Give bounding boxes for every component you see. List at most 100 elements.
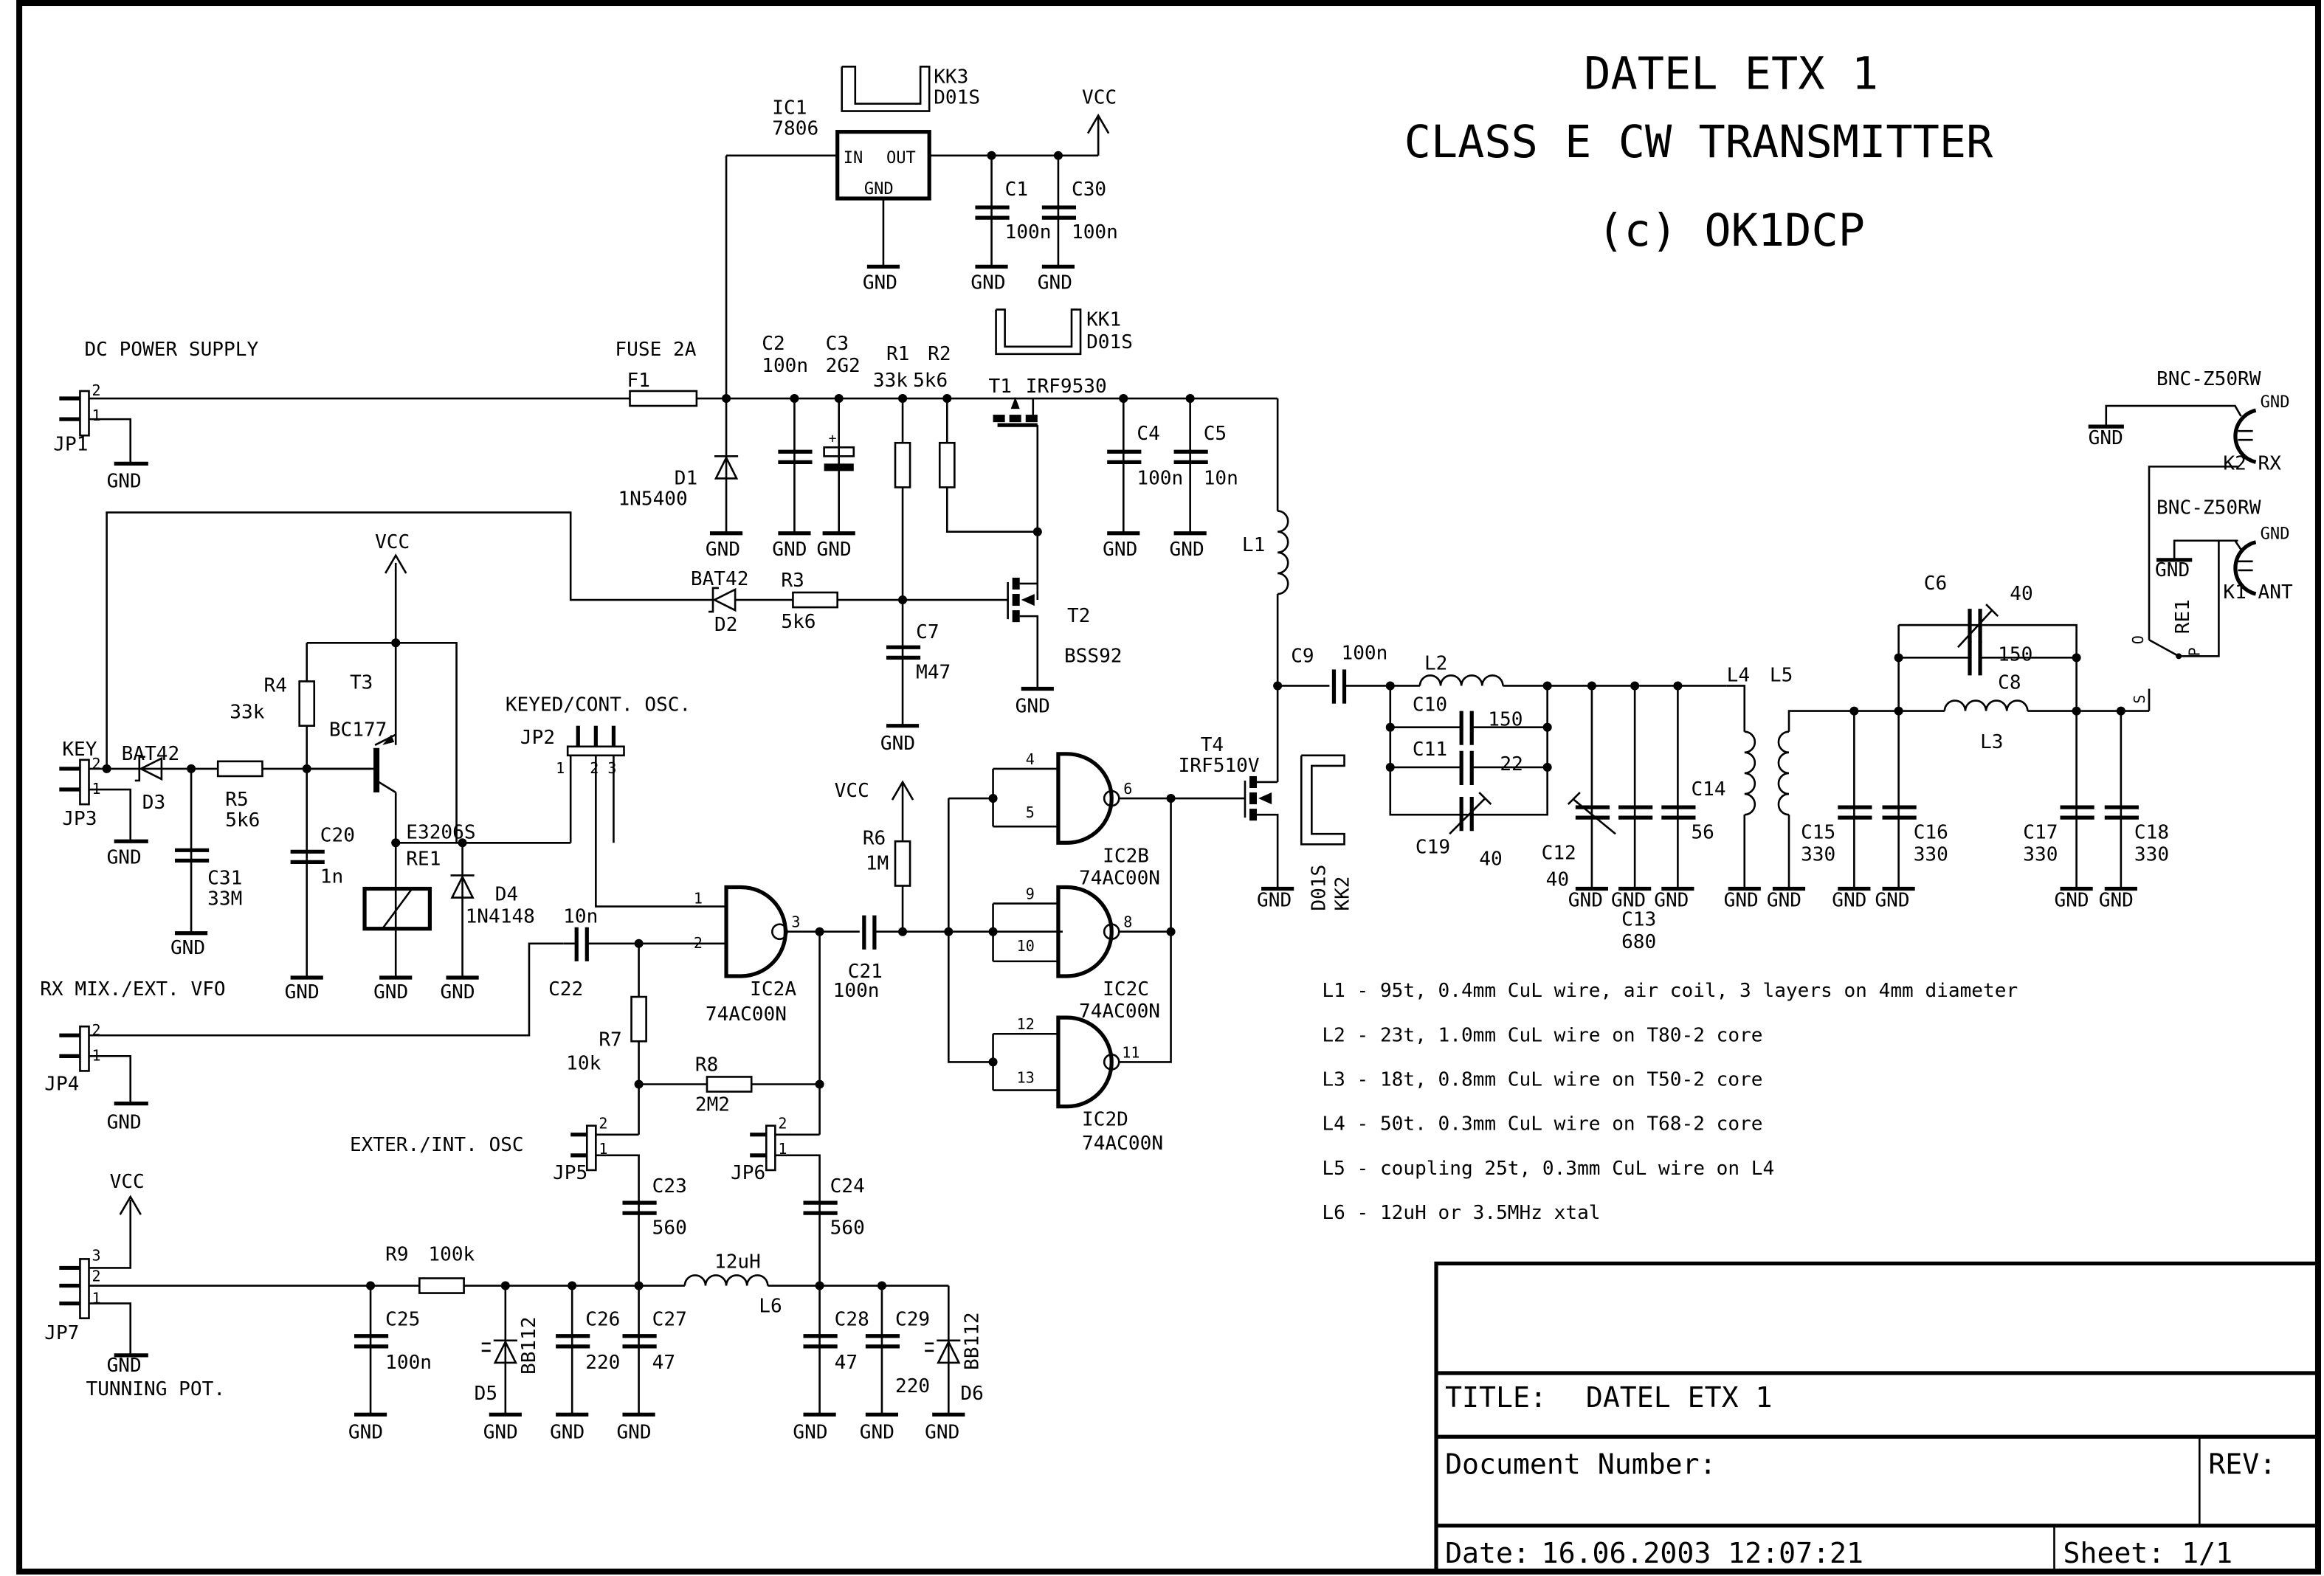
- bnc-connector-k1-ant[interactable]: BNC-Z50RW GND GND K1 ANT: [2155, 497, 2293, 604]
- component-label: R3: [781, 570, 804, 592]
- component-label: C4: [1137, 423, 1159, 445]
- component-label: 1N5400: [618, 488, 687, 511]
- heatsink-kk3: KK3 D01S: [841, 66, 980, 112]
- capacitor-c18: C18 330 GND: [2099, 706, 2169, 912]
- title-line-1: DATEL ETX 1: [1584, 48, 1878, 100]
- component-label: GND: [1016, 696, 1050, 718]
- component-label: T3: [350, 672, 373, 694]
- inductor-l3: L3: [1943, 699, 2029, 753]
- component-label: 1: [599, 1140, 607, 1158]
- component-label: 330: [1801, 843, 1835, 865]
- component-label: 2: [694, 934, 703, 952]
- output-filter-section: C9 100n L2 C10 150 C11 22: [1273, 368, 2293, 953]
- sheet-value: 1/1: [2182, 1537, 2232, 1569]
- component-label: 12: [1017, 1015, 1035, 1033]
- component-label: 150: [1488, 709, 1523, 731]
- connector-jp6[interactable]: JP6 2 1: [731, 1115, 787, 1184]
- trimmer-capacitor-c12: C12 40 GND: [1542, 681, 1616, 912]
- component-label: BSS92: [1064, 645, 1123, 667]
- component-label: C12: [1542, 842, 1576, 864]
- component-label: VCC: [375, 531, 410, 553]
- component-label: C1: [1005, 179, 1028, 201]
- component-label: C8: [1998, 672, 2021, 694]
- component-label: C31: [207, 867, 242, 889]
- connector-jp4[interactable]: JP4 2 1: [44, 1021, 100, 1095]
- bnc-connector-k2-rx[interactable]: BNC-Z50RW GND GND K2 RX: [2089, 368, 2290, 474]
- component-label: GND: [170, 937, 205, 959]
- component-label: KK3: [934, 66, 968, 88]
- component-label: 10n: [563, 906, 598, 928]
- component-label: 3: [92, 1246, 101, 1264]
- component-label: GND: [1611, 890, 1646, 912]
- component-label: R4: [263, 675, 286, 697]
- component-label: GND: [1875, 890, 1909, 912]
- component-label: 100n: [1072, 221, 1118, 243]
- capacitor-c9: C9 100n: [1291, 642, 1387, 704]
- title-label: TITLE:: [1445, 1381, 1547, 1414]
- connector-jp2[interactable]: JP2 1 2 3: [520, 725, 625, 777]
- pin-label: 1: [92, 407, 101, 424]
- component-label: 1M: [866, 852, 889, 874]
- note-l2: L2 - 23t, 1.0mm CuL wire on T80-2 core: [1322, 1024, 1762, 1046]
- diode-d3: BAT42 D3: [122, 743, 180, 814]
- component-label: 47: [652, 1352, 675, 1374]
- capacitor-c16: C16 330 GND: [1875, 625, 1948, 912]
- vfo-section: EXTER./INT. OSC JP5 2 1 JP6 2 1 C23 560: [44, 1115, 984, 1444]
- resistor-r1: R1 33k: [873, 343, 911, 601]
- capacitor-c25: C25 100n GND: [348, 1281, 432, 1443]
- component-label: 10: [1017, 937, 1035, 955]
- component-label: 47: [835, 1352, 858, 1374]
- component-label: BB112: [961, 1312, 983, 1370]
- component-label: GND: [880, 733, 915, 755]
- nand-gate-ic2c: 9 10 8 IC2C 74AC00N: [988, 885, 1160, 1023]
- capacitor-c15: C15 330 GND: [1801, 706, 1872, 912]
- component-label: C15: [1801, 821, 1835, 843]
- component-label: C23: [652, 1175, 687, 1197]
- component-label: C30: [1072, 179, 1106, 201]
- capacitor-c26: C26 220 GND: [550, 1281, 620, 1443]
- label-exter-int-osc: EXTER./INT. OSC: [350, 1134, 524, 1156]
- component-label: 100n: [762, 355, 808, 377]
- trimmer-capacitor-c19: C19 40: [1416, 792, 1503, 870]
- component-label: JP3: [62, 808, 97, 830]
- component-label: 74AC00N: [1079, 1000, 1160, 1023]
- component-label: 2M2: [695, 1094, 730, 1116]
- component-label: C7: [916, 621, 939, 643]
- connector-jp7[interactable]: JP7 3 2 1: [44, 1246, 100, 1344]
- component-label: IN: [844, 149, 863, 167]
- component-label: L3: [1980, 731, 2003, 753]
- diode-d4: D4 1N4148 GND: [440, 838, 535, 1003]
- transistor-t3: VCC T3 BC177 GND: [329, 531, 413, 1003]
- transistor-t2: T2 BSS92 GND: [1007, 577, 1123, 718]
- component-label: D01S: [1086, 331, 1133, 353]
- capacitor-c7: C7 M47 GND: [880, 600, 951, 755]
- connector-jp3[interactable]: JP3 2 1: [59, 755, 101, 830]
- component-label: D01S: [1308, 865, 1330, 911]
- component-label: 10n: [1204, 467, 1238, 489]
- component-label: R6: [863, 827, 886, 849]
- component-label: 2: [590, 759, 599, 777]
- component-label: 40: [1479, 848, 1502, 870]
- component-label: BAT42: [691, 568, 749, 590]
- component-label: 330: [2023, 843, 2058, 865]
- component-label: 40: [2010, 583, 2032, 605]
- component-label: GND: [440, 981, 475, 1003]
- component-label: C13: [1621, 909, 1656, 931]
- component-label: D3: [142, 792, 165, 814]
- component-label: 74AC00N: [1079, 867, 1160, 889]
- note-l1: L1 - 95t, 0.4mm CuL wire, air coil, 3 la…: [1322, 980, 2018, 1002]
- component-label: D4: [495, 884, 518, 906]
- title-line-2: CLASS E CW TRANSMITTER: [1404, 117, 1994, 168]
- component-label: BC177: [329, 719, 387, 742]
- component-label: GND: [1257, 890, 1292, 912]
- relay-re1: E3206S RE1: [362, 821, 476, 931]
- capacitor-c1: C1 100n GND: [970, 155, 1051, 294]
- component-label: 2: [92, 755, 101, 773]
- component-label: 330: [1914, 843, 1948, 865]
- component-label: 2: [92, 1268, 101, 1285]
- component-label: L5: [1770, 664, 1793, 686]
- connector-jp5[interactable]: JP5 2 1: [553, 1115, 607, 1184]
- component-label: 5k6: [781, 611, 816, 633]
- component-label: 2: [599, 1115, 607, 1133]
- capacitor-c20: C20 1n GND: [285, 824, 355, 1003]
